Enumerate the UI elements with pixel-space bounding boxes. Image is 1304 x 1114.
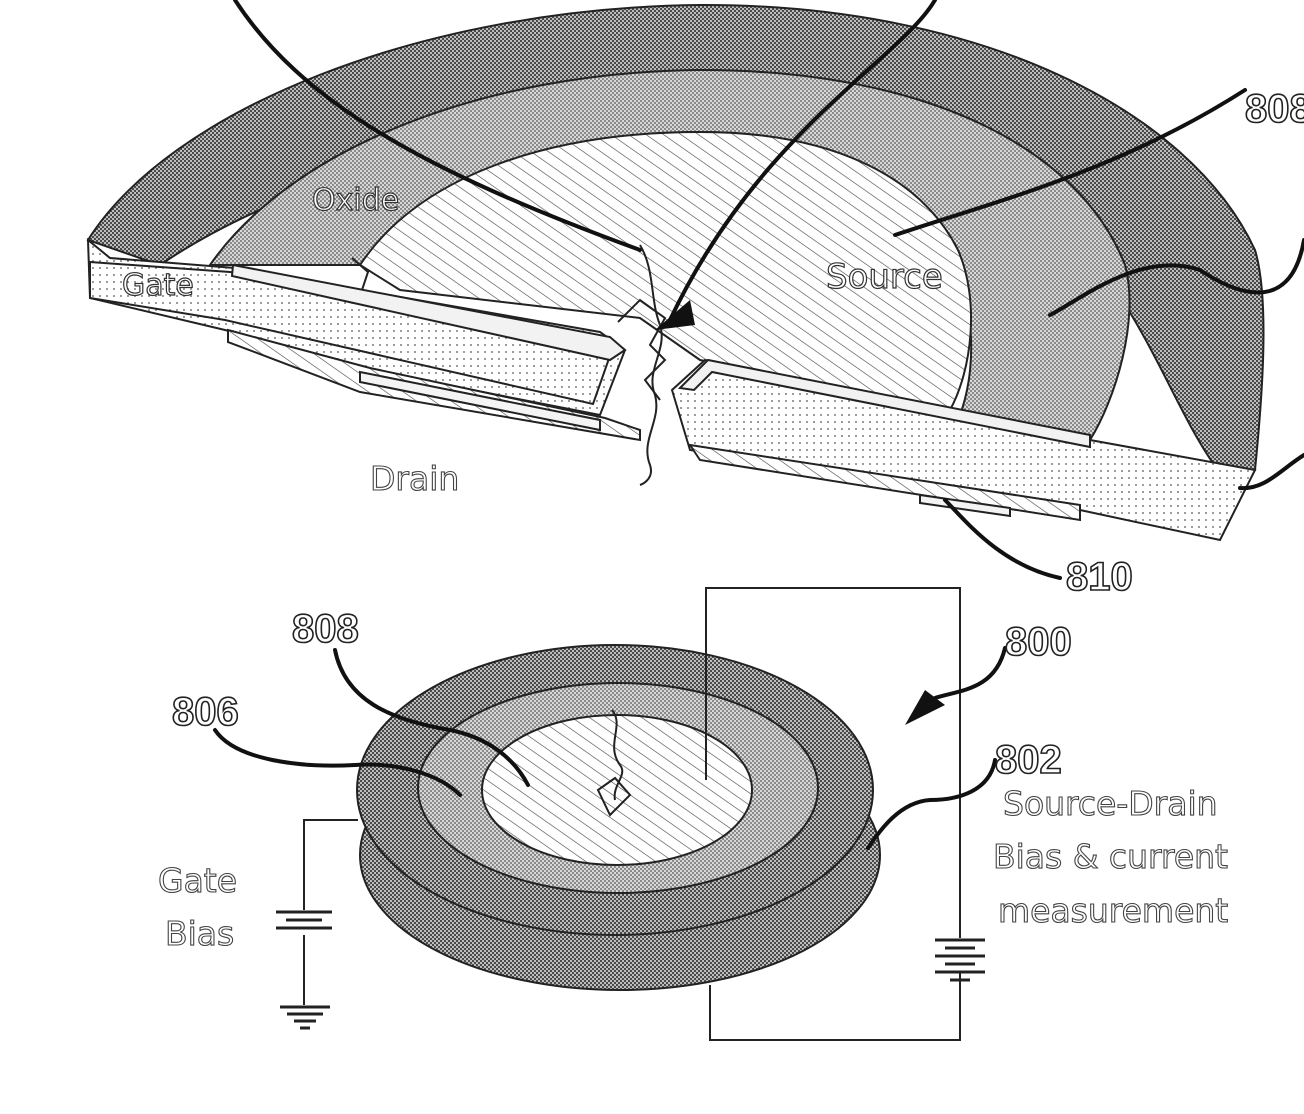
disc-pore <box>596 776 632 817</box>
label-oxide: Oxide <box>312 183 399 218</box>
label-sd-line2: Bias & current <box>993 837 1228 876</box>
label-gate-bias-1: Gate <box>158 861 237 900</box>
sd-battery-symbol <box>935 938 985 990</box>
drain-plate-right <box>919 493 1011 518</box>
leader-808 <box>333 648 530 787</box>
nanopore-funnel <box>617 298 667 401</box>
leader-right-mid <box>1048 238 1304 317</box>
leader-802 <box>866 758 997 850</box>
leader-800 <box>933 646 1007 700</box>
leader-right-low <box>1238 453 1304 491</box>
label-sd-line3: measurement <box>998 891 1228 930</box>
gate-slab-right <box>670 358 1257 542</box>
sd-wire-bottom <box>709 985 961 1041</box>
leader-808-top <box>893 88 1247 237</box>
leader-arrow-curve <box>668 0 937 322</box>
arrowhead-800 <box>905 690 945 725</box>
disc-device <box>356 644 881 991</box>
ref-808: 808 <box>292 607 359 651</box>
arrowhead-top <box>655 300 695 330</box>
oxide-strip-left <box>230 263 627 362</box>
gate-ground-symbol <box>280 1005 330 1030</box>
gate-battery-symbol <box>276 910 332 930</box>
cutaway-device <box>86 3 1265 542</box>
oxide-notch <box>351 257 370 291</box>
drain-plate-left <box>359 370 601 432</box>
ref-802: 802 <box>995 738 1062 782</box>
ref-810: 810 <box>1066 555 1133 599</box>
gate-bias-circuit <box>276 819 358 1030</box>
leader-806 <box>213 728 462 797</box>
label-sd-line1: Source-Drain <box>1003 784 1218 823</box>
disc-pore-strand <box>611 709 624 801</box>
leader-810 <box>943 498 1062 580</box>
label-drain: Drain <box>370 459 459 498</box>
disc-source-center <box>481 714 753 866</box>
label-gate: Gate <box>122 268 194 303</box>
leader-to-nanopore <box>233 0 642 252</box>
gate-wire <box>303 819 358 910</box>
ref-808-top: 808 <box>1245 87 1304 131</box>
label-gate-bias-2: Bias <box>165 914 234 953</box>
ref-806: 806 <box>172 690 239 734</box>
drain-strip-right <box>687 443 1081 522</box>
sd-wire-loop <box>705 587 961 938</box>
label-source: Source <box>826 257 943 297</box>
ref-800: 800 <box>1005 620 1072 664</box>
source-drain-circuit <box>705 587 985 1041</box>
oxide-strip-right <box>677 358 1091 449</box>
